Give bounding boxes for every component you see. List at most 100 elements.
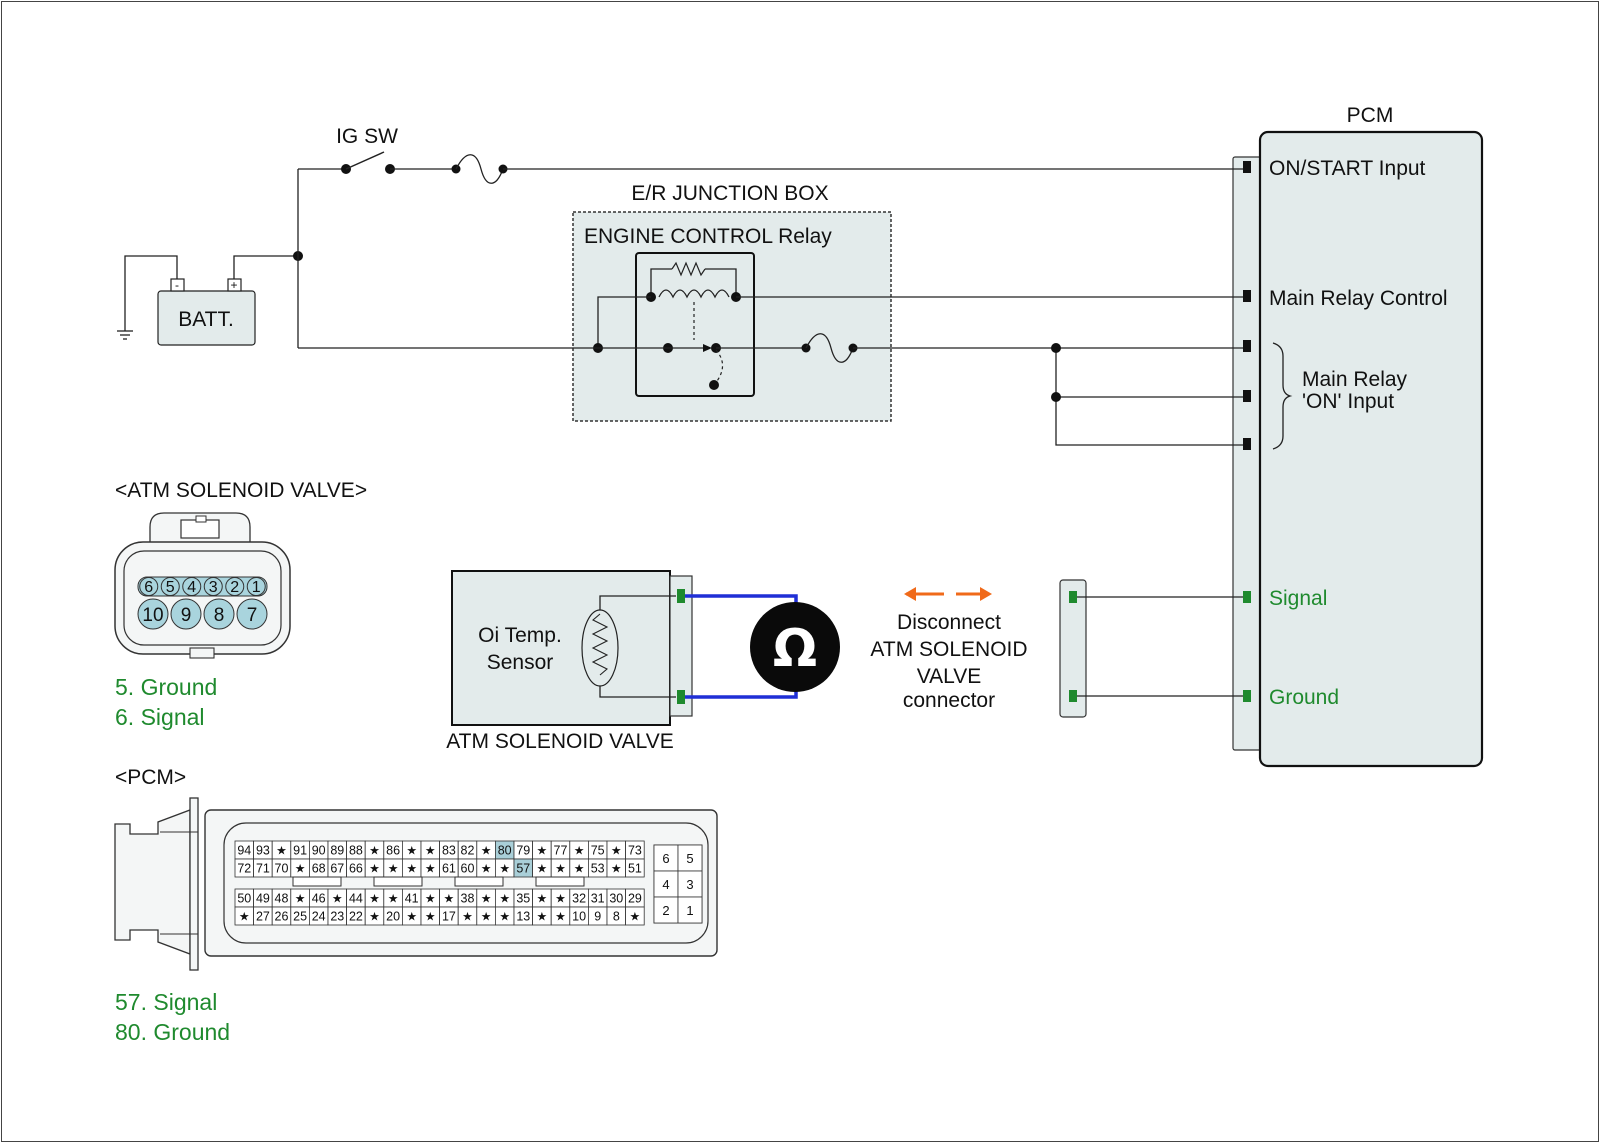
pcm-small-pin-label: 1	[686, 903, 693, 918]
atm-connector-latch-slot	[180, 519, 220, 539]
pcm-pin-on-start	[1243, 161, 1251, 173]
pcm-pin-label: ★	[388, 892, 399, 906]
pcm-pin-label: ★	[332, 892, 343, 906]
main-relay-on-wiring	[853, 343, 1243, 446]
pcm-pin-label: 8	[613, 910, 620, 924]
pcm-pin-signal	[1243, 591, 1251, 603]
pcm-pin-label: 41	[405, 892, 419, 906]
pcm-pin-cell	[625, 906, 645, 926]
branch-dot-1	[1051, 343, 1061, 353]
sensor-section: Oi Temp. Sensor ATM SOLENOID VALVE Ω	[446, 570, 840, 753]
pcm-connector-title: <PCM>	[115, 766, 186, 789]
pcm-label-main-relay-on-1: Main Relay	[1302, 368, 1408, 391]
harness-pin-signal	[1069, 591, 1077, 603]
pcm-pin-label: ★	[611, 844, 622, 858]
pcm-pin-label: ★	[425, 844, 436, 858]
relay-resistor-lead-b	[705, 268, 737, 297]
disconnect-line2: ATM SOLENOID	[870, 638, 1027, 661]
ig-sw-label: IG SW	[336, 125, 398, 148]
pcm-pin-label: 17	[442, 910, 456, 924]
pcm-pin-label: ★	[239, 910, 250, 924]
main-relay-on-branch	[1055, 348, 1243, 446]
pcm-pin-label: ★	[481, 862, 492, 876]
battery-negative-sign: -	[175, 278, 179, 292]
pcm-pin-label: ★	[444, 892, 455, 906]
pcm-label-main-relay-control: Main Relay Control	[1269, 287, 1448, 310]
pcm-pin-label: ★	[388, 862, 399, 876]
relay-switch-travel	[713, 349, 724, 386]
battery-positive-wire	[233, 255, 298, 279]
atm-pin-4	[182, 577, 202, 596]
pcm-pin-label: ★	[537, 844, 548, 858]
relay-coil-icon	[658, 289, 730, 299]
latch-tab	[195, 515, 207, 523]
atm-pin-6	[139, 577, 159, 596]
sensor-box	[451, 570, 671, 726]
pcm-pin-label: ★	[425, 910, 436, 924]
pcm-pin-main-relay-control	[1243, 290, 1251, 302]
pcm-pin-label: ★	[611, 862, 622, 876]
pcm-pin-label: 38	[461, 892, 475, 906]
pcm-pin-label: 10	[572, 910, 586, 924]
ohm-symbol: Ω	[773, 619, 817, 679]
pcm-small-pin-cell	[653, 870, 679, 898]
pcm-pin-label: 93	[256, 844, 270, 858]
thermistor-zigzag	[591, 613, 609, 676]
disconnect-line4: connector	[903, 689, 995, 712]
relay-coil-feed	[597, 296, 651, 348]
pcm-title: PCM	[1347, 104, 1394, 127]
resistor-icon	[671, 261, 706, 277]
atm-pin-label: 6	[144, 579, 153, 596]
atm-pin-10	[137, 598, 169, 630]
pcm-connector-key	[535, 876, 585, 887]
atm-pin-label: 3	[209, 579, 218, 596]
junction-box-title: E/R JUNCTION BOX	[631, 182, 828, 205]
sensor-caption: ATM SOLENOID VALVE	[446, 730, 674, 753]
pcm-pin-label: ★	[481, 892, 492, 906]
atm-pin-label: 1	[252, 579, 261, 596]
harness-pin-ground	[1069, 690, 1077, 702]
pcm-pin-label: 79	[516, 844, 530, 858]
pcm-pin-main-relay-on-2	[1243, 390, 1251, 402]
pcm-pin-label: ★	[481, 844, 492, 858]
pcm-connector-key	[292, 876, 342, 887]
sensor-label-line2: Sensor	[487, 651, 554, 674]
pcm-pin-label: ★	[369, 892, 380, 906]
pcm-pin-label: ★	[369, 910, 380, 924]
pcm-small-pin-cell	[677, 870, 703, 898]
ig-sw-blade	[345, 151, 385, 170]
pcm-pin-label: 77	[554, 844, 568, 858]
pcm-pin-label: ★	[630, 910, 641, 924]
pcm-pin-label: ★	[406, 862, 417, 876]
pcm-label-ground: Ground	[1269, 686, 1339, 709]
pcm-pin-label: 32	[572, 892, 586, 906]
pcm-pin-label: 26	[275, 910, 289, 924]
pcm-pin-label: ★	[537, 892, 548, 906]
pcm-pin-label: 48	[275, 892, 289, 906]
pcm-label-signal: Signal	[1269, 587, 1327, 610]
pcm-pin-label: 88	[349, 844, 363, 858]
pcm-pin-cell	[625, 858, 645, 878]
pcm-pin-label: 46	[312, 892, 326, 906]
main-relay-brace	[1272, 342, 1293, 450]
pcm-pin-label: ★	[462, 910, 473, 924]
pcm-pin-label: 24	[312, 910, 326, 924]
pcm-pin-label: ★	[425, 862, 436, 876]
relay-resistor-lead	[650, 268, 672, 297]
pcm-pin-label: ★	[574, 844, 585, 858]
pcm-pin-label: 94	[237, 844, 251, 858]
pcm-pin-label: 25	[293, 910, 307, 924]
arrow-right-icon	[980, 587, 992, 601]
atm-pin-label: 4	[187, 579, 196, 596]
pcm-small-pin-label: 5	[686, 851, 693, 866]
pcm-pin-label: ★	[499, 892, 510, 906]
pcm-pin-label: ★	[425, 892, 436, 906]
pcm-pin-label: ★	[481, 910, 492, 924]
pcm-pin-label: 44	[349, 892, 363, 906]
pcm-connector-key	[373, 876, 423, 887]
pcm-pin-label: ★	[369, 862, 380, 876]
fuse-icon	[455, 154, 504, 184]
sensor-pin-signal	[677, 589, 685, 603]
pcm-connector-flange	[189, 797, 199, 971]
